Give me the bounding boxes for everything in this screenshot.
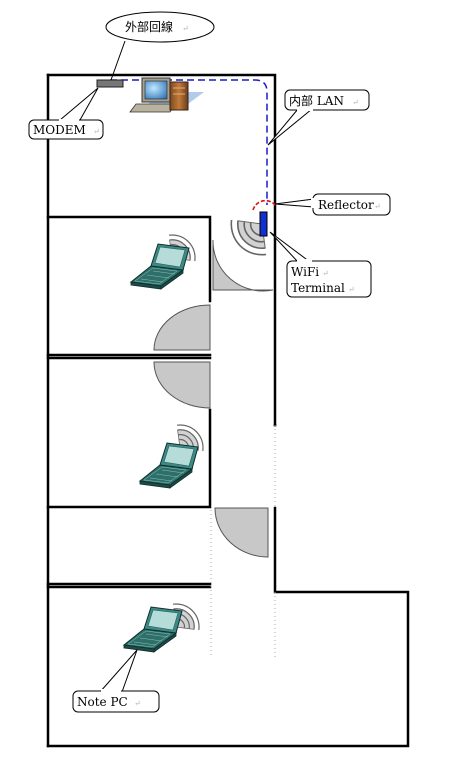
internal-lan-label: 内部 LAN	[289, 93, 344, 108]
internal-lan-callout: 内部 LAN ↵	[267, 89, 370, 146]
wifi-terminal	[259, 211, 268, 237]
note-pc-label: Note PC	[77, 695, 128, 709]
svg-text:↵: ↵	[134, 699, 141, 708]
corridor-guides	[210, 425, 276, 660]
reflector-callout: Reflector ↵	[274, 193, 391, 216]
svg-text:↵: ↵	[374, 202, 381, 211]
wifi-terminal-group	[230, 199, 277, 256]
door-3	[153, 361, 211, 409]
modem-callout: MODEM ↵	[28, 87, 104, 140]
walls	[46, 73, 410, 748]
desktop-pc-icon	[129, 77, 204, 113]
note-pc-room1	[130, 234, 196, 290]
room2-wall	[46, 408, 212, 509]
note-pc-room4	[123, 603, 200, 653]
room1-wall	[46, 215, 212, 303]
svg-text:↵: ↵	[182, 24, 189, 33]
svg-text:↵: ↵	[352, 98, 359, 107]
wifi-terminal-label-line1: WiFi	[291, 265, 319, 279]
svg-text:↵: ↵	[322, 269, 329, 278]
doors	[153, 239, 274, 558]
modem-label: MODEM	[33, 123, 86, 137]
door-1	[212, 239, 274, 292]
door-4	[214, 507, 269, 558]
reflector-label: Reflector	[318, 198, 374, 212]
laptop-icon	[130, 243, 190, 290]
wifi-terminal-label-line2: Terminal	[291, 281, 345, 295]
laptop-icon	[139, 442, 199, 489]
svg-text:↵: ↵	[93, 127, 100, 136]
bottom-right-wall	[46, 506, 410, 748]
note-pc-callout: Note PC ↵	[72, 649, 160, 713]
svg-text:↵: ↵	[348, 285, 355, 294]
reflector	[252, 199, 277, 211]
external-line-label: 外部回線	[125, 19, 173, 34]
outer-wall	[46, 73, 277, 427]
lan-cable	[110, 79, 268, 205]
wifi-terminal-callout: WiFi ↵ Terminal ↵	[269, 231, 372, 298]
note-pc-room2	[139, 424, 204, 489]
door-2	[153, 304, 211, 351]
external-line-callout: 外部回線 ↵	[105, 11, 215, 81]
modem-icon	[96, 79, 124, 88]
laptop-icon	[123, 606, 183, 653]
